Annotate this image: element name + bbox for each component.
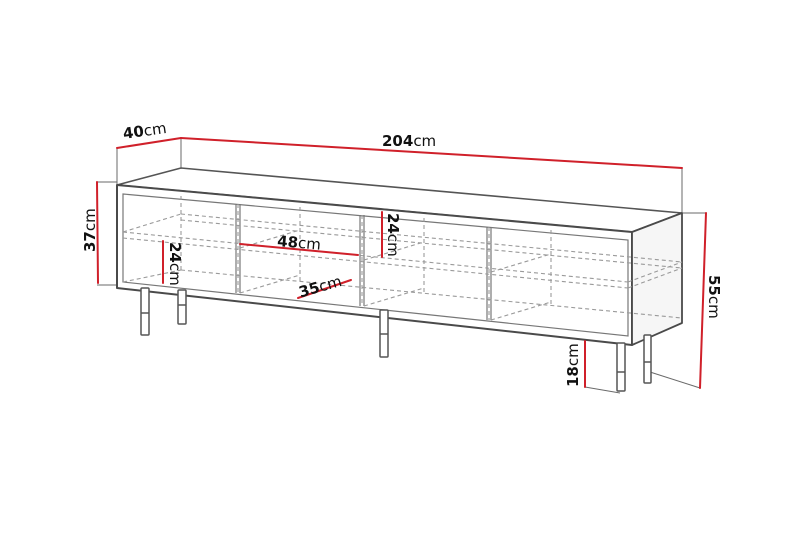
- total-height-label: 55cm: [705, 275, 723, 319]
- body-height-unit: cm: [81, 208, 99, 232]
- legs: [140, 287, 652, 392]
- body-height-dimension-line: [96, 181, 99, 284]
- middle-compartment-height-value: 24: [384, 213, 402, 234]
- extension-lines: [97, 138, 706, 394]
- width-dimension-line: [180, 137, 683, 169]
- body-height-label: 37cm: [81, 208, 99, 252]
- left-compartment-height-value: 24: [166, 242, 184, 263]
- depth-value: 40: [121, 122, 146, 143]
- total-height-dimension-line: [699, 212, 707, 389]
- body-height-value: 37: [81, 231, 99, 252]
- width-value: 204: [382, 132, 414, 150]
- width-label: 204cm: [382, 133, 436, 149]
- shelf-width-value: 48: [276, 232, 299, 252]
- middle-compartment-height-unit: cm: [384, 233, 402, 257]
- depth-dimension-line: [116, 137, 182, 149]
- width-unit: cm: [413, 132, 437, 150]
- total-height-unit: cm: [705, 295, 723, 319]
- dimension-lines: [96, 137, 707, 389]
- leg-height-unit: cm: [564, 343, 582, 367]
- leg-height-label: 18cm: [564, 343, 582, 387]
- compartment-frame: [122, 193, 629, 337]
- middle-compartment-height-label: 24cm: [384, 213, 402, 257]
- shelf-width-dimension-line: [239, 243, 359, 256]
- left-compartment-height-label: 24cm: [166, 242, 184, 286]
- shelf-width-label: 48cm: [276, 232, 322, 254]
- depth-unit: cm: [142, 118, 168, 140]
- cabinet-body: [116, 167, 683, 346]
- shelf-width-unit: cm: [297, 233, 322, 254]
- total-height-value: 55: [705, 275, 723, 296]
- shelf-depth-dimension-line: [297, 279, 352, 299]
- left-compartment-height-unit: cm: [166, 262, 184, 286]
- leg-height-value: 18: [564, 366, 582, 387]
